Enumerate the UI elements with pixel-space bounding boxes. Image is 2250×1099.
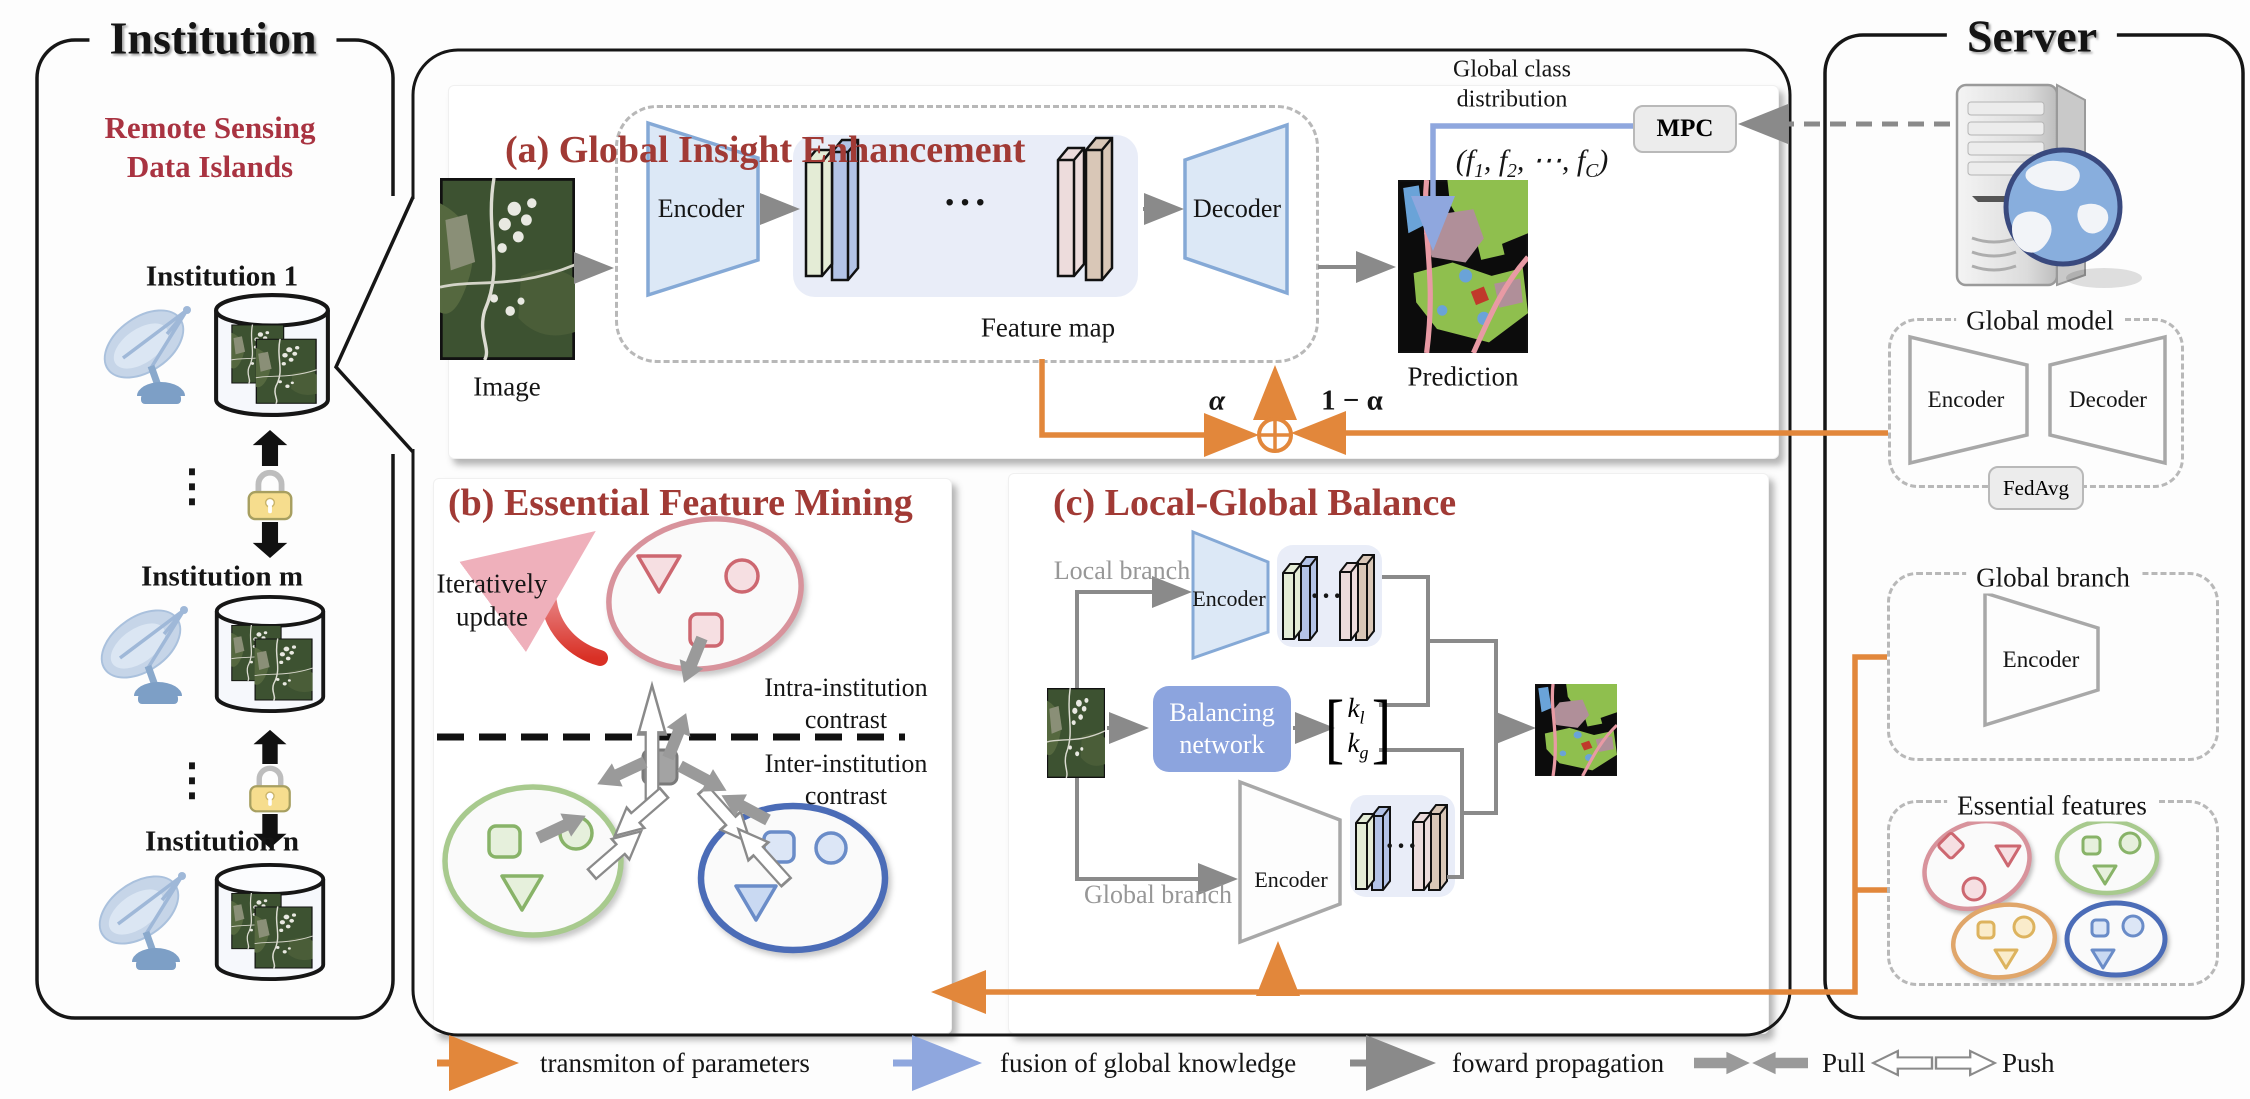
institution-1-label: Institution 1 bbox=[145, 260, 299, 293]
upload-arrow-icon bbox=[252, 430, 288, 466]
essential-feature-transmission-lines bbox=[931, 654, 1887, 1014]
database-icon bbox=[216, 295, 328, 415]
iteratively-update-line2: update bbox=[456, 601, 528, 632]
download-arrow-icon bbox=[252, 522, 288, 558]
server-cluster-red bbox=[1922, 818, 2032, 912]
server-cluster-green bbox=[2054, 818, 2160, 896]
database-icon bbox=[217, 597, 323, 711]
local-branch-label: Local branch bbox=[1053, 556, 1191, 585]
ellipsis-dots: ⋮ bbox=[170, 461, 214, 511]
main-container-border bbox=[333, 48, 1792, 1037]
iterative-update-arrow bbox=[459, 530, 608, 666]
essential-features-title: Essential features bbox=[1947, 790, 2157, 822]
institution-panel-border bbox=[35, 38, 395, 1020]
satellite-dish-icon bbox=[89, 597, 192, 704]
upload-arrow-icon bbox=[253, 729, 287, 764]
cluster-red bbox=[606, 516, 804, 672]
institution-link-notch bbox=[336, 197, 413, 452]
lock-icon bbox=[249, 473, 291, 519]
parameter-transmission-lines bbox=[1039, 359, 1888, 457]
forward-propagation-arrows-a bbox=[574, 193, 1396, 284]
data-islands-subtitle-line2: Data Islands bbox=[126, 149, 294, 184]
global-branch-title-server: Global branch bbox=[1966, 562, 2140, 594]
input-image bbox=[440, 178, 575, 360]
decoder-label-a: Decoder bbox=[1192, 194, 1282, 223]
mpc-label: MPC bbox=[1656, 115, 1714, 142]
lock-icon bbox=[250, 768, 289, 811]
encoder-trapezoid-c-global bbox=[1238, 779, 1342, 945]
fedavg-box: FedAvg bbox=[1988, 466, 2084, 510]
globe-icon bbox=[2003, 147, 2142, 288]
inter-institution-line2: contrast bbox=[804, 781, 888, 810]
satellite-dish-icon bbox=[92, 297, 195, 404]
feature-dots-c-global: ··· bbox=[1384, 831, 1420, 862]
legend-push-label: Push bbox=[2002, 1048, 2055, 1078]
encoder-label-server-branch: Encoder bbox=[2002, 647, 2080, 672]
inter-institution-line1: Inter-institution bbox=[764, 749, 928, 778]
encoder-label-server: Encoder bbox=[1927, 387, 2005, 412]
intra-institution-line2: contrast bbox=[804, 705, 888, 734]
global-class-distribution-line1: Global class bbox=[1453, 56, 1571, 83]
encoder-trapezoid-server-branch bbox=[1983, 590, 2100, 728]
encoder-label-a: Encoder bbox=[657, 194, 745, 223]
data-islands-subtitle-line1: Remote Sensing bbox=[104, 110, 316, 145]
intra-institution-line1: Intra-institution bbox=[764, 673, 928, 702]
decoder-trapezoid-server bbox=[2048, 334, 2167, 466]
feature-map-label: Feature map bbox=[980, 312, 1116, 343]
legend-forward-label: foward propagation bbox=[1452, 1048, 1665, 1078]
prediction-label: Prediction bbox=[1407, 361, 1519, 392]
prediction-image-c bbox=[1535, 684, 1617, 776]
prediction-image bbox=[1398, 180, 1528, 353]
encoder-label-c-global: Encoder bbox=[1254, 867, 1328, 892]
server-cluster-orange bbox=[1950, 902, 2058, 980]
decoder-label-server: Decoder bbox=[2069, 387, 2147, 412]
encoder-decoder-dashed-box bbox=[615, 105, 1319, 363]
section-c-title: (c) Local-Global Balance bbox=[1053, 482, 1457, 524]
one-minus-alpha-label: 1 − α bbox=[1321, 384, 1383, 417]
institution-n-label: Institution n bbox=[145, 825, 299, 858]
plus-circle-icon bbox=[1257, 417, 1293, 453]
legend-arrows bbox=[437, 1035, 1997, 1091]
ellipsis-dots: ⋮ bbox=[170, 755, 214, 805]
institution-m-label: Institution m bbox=[141, 560, 303, 593]
global-class-distribution-line2: distribution bbox=[1456, 86, 1568, 113]
image-label: Image bbox=[473, 371, 541, 402]
balance-weights-vector: [ kl kg ] bbox=[1324, 683, 1392, 771]
encoder-trapezoid-a bbox=[646, 120, 760, 298]
decoder-trapezoid-a bbox=[1183, 122, 1289, 296]
legend-transmission-label: transmiton of parameters bbox=[540, 1048, 810, 1078]
input-image-c bbox=[1047, 688, 1105, 778]
satellite-dish-icon bbox=[87, 863, 190, 970]
feature-map-slabs-c bbox=[1282, 554, 1448, 891]
feature-dots-a: ··· bbox=[942, 179, 990, 225]
forward-propagation-lines-c bbox=[1075, 575, 1536, 895]
encoder-label-c-local: Encoder bbox=[1192, 586, 1266, 611]
encoder-trapezoid-server bbox=[1908, 334, 2029, 466]
cluster-green bbox=[442, 784, 624, 938]
section-b-title: (b) Essential Feature Mining bbox=[448, 482, 913, 524]
global-branch-label-c: Global branch bbox=[1083, 880, 1233, 909]
fedavg-label: FedAvg bbox=[2002, 475, 2070, 500]
class-frequency-expression: (f1, f2, ⋯, fC) bbox=[1455, 144, 1609, 182]
mpc-box: MPC bbox=[1633, 105, 1737, 153]
alpha-label: α bbox=[1208, 384, 1226, 417]
legend-fusion-label: fusion of global knowledge bbox=[1000, 1048, 1297, 1078]
global-knowledge-fusion-arrow bbox=[1411, 123, 1633, 251]
feature-map-slabs-a bbox=[804, 136, 1114, 282]
push-arrows bbox=[581, 685, 798, 893]
institution-panel-title: Institution bbox=[89, 11, 337, 65]
encoder-trapezoid-c-local bbox=[1191, 529, 1270, 661]
global-model-title: Global model bbox=[1956, 305, 2124, 337]
database-icon bbox=[217, 865, 323, 979]
section-a-title: (a) Global Insight Enhancement bbox=[505, 129, 1026, 171]
balancing-network-box: Balancing network bbox=[1153, 686, 1291, 772]
feature-dots-c-local: ··· bbox=[1309, 581, 1345, 612]
legend-pull-label: Pull bbox=[1822, 1048, 1866, 1078]
server-cluster-blue bbox=[2064, 900, 2168, 978]
iteratively-update-line1: Iteratively bbox=[436, 568, 548, 599]
server-panel-title: Server bbox=[1946, 9, 2118, 63]
